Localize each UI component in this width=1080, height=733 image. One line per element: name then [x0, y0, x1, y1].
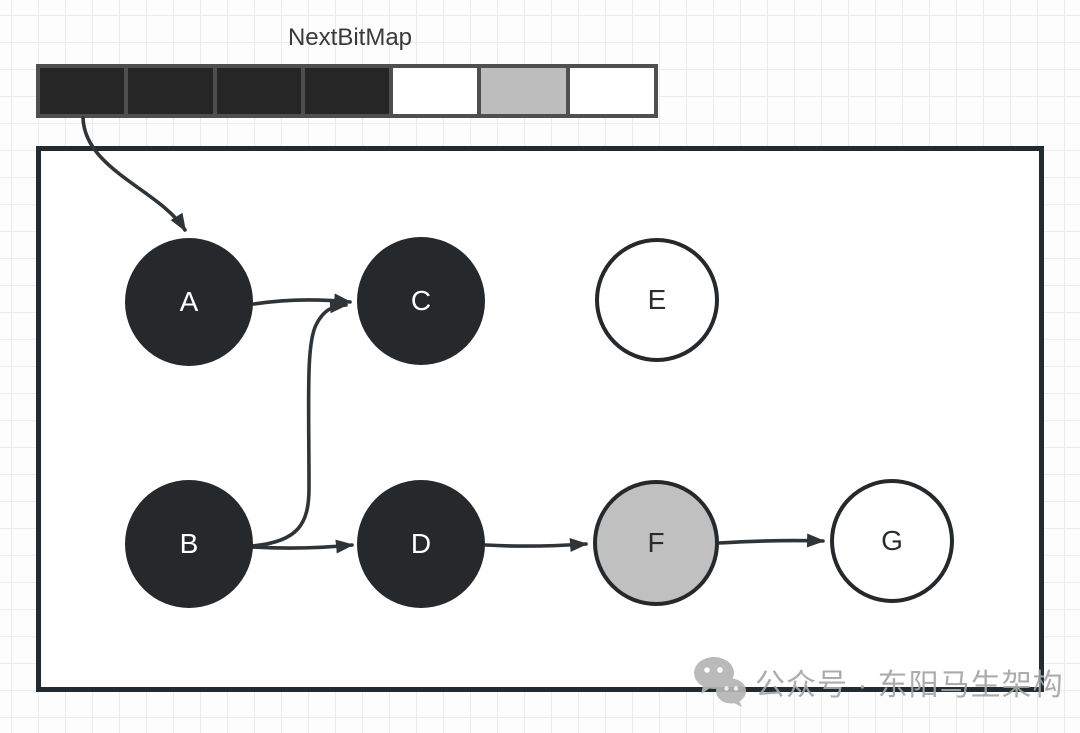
node-E: E — [595, 238, 719, 362]
bitmap-cell-5 — [481, 68, 566, 114]
node-B: B — [125, 480, 253, 608]
bitmap-cell-1 — [128, 68, 213, 114]
node-A: A — [125, 238, 253, 366]
node-G: G — [830, 479, 954, 603]
bitmap-cell-4 — [393, 68, 478, 114]
bitmap-title: NextBitMap — [287, 24, 413, 51]
wechat-icon — [694, 657, 746, 707]
node-D: D — [357, 480, 485, 608]
graph-container-box — [36, 146, 1044, 692]
bitmap-cell-0 — [40, 68, 125, 114]
bitmap-cell-3 — [304, 68, 390, 114]
bitmap-bar — [36, 64, 658, 118]
node-C: C — [357, 237, 485, 365]
node-F: F — [593, 480, 719, 606]
watermark: 公众号 · 东阳马生架构 — [693, 656, 1064, 708]
bitmap-cell-6 — [569, 68, 654, 114]
watermark-text: 公众号 · 东阳马生架构 — [755, 669, 1064, 702]
bitmap-cell-2 — [216, 68, 301, 114]
